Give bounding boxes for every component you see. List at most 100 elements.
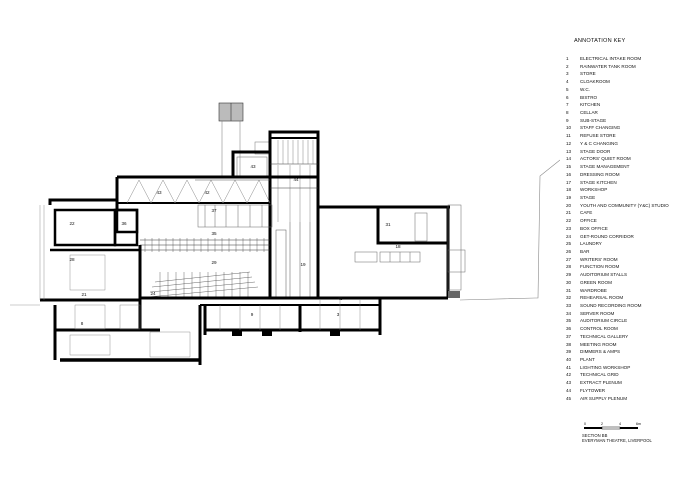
- annotation-key-label: TECHNICAL GRID: [580, 372, 619, 378]
- annotation-key-label: REHEARSAL ROOM: [580, 295, 624, 301]
- annotation-key-label: EXTRACT PLENUM: [580, 380, 622, 386]
- scale-tick-0: 0: [584, 422, 586, 426]
- tag-29: 29: [211, 260, 217, 265]
- scale-tick-4: 4: [619, 422, 621, 426]
- annotation-key-number: 2: [566, 63, 569, 69]
- annotation-key-number: 26: [566, 248, 572, 254]
- tag-31: 31: [385, 222, 391, 227]
- annotation-key-number: 35: [566, 318, 572, 324]
- annotation-key-number: 16: [566, 171, 572, 177]
- annotation-key-label: STAFF CHANGING: [580, 125, 621, 131]
- annotation-key-item: 27 WRITERS' ROOM: [566, 256, 700, 264]
- annotation-key-number: 23: [566, 225, 572, 231]
- roof-truss: [115, 175, 318, 204]
- annotation-key-label: RAINWATER TANK ROOM: [580, 63, 636, 69]
- annotation-key-label: SUB-STAGE: [580, 117, 607, 123]
- annotation-key-number: 27: [566, 256, 572, 262]
- annotation-key-item: 23 BOX OFFICE: [566, 225, 700, 233]
- annotation-key-label: STAGE MANAGEMENT: [580, 164, 630, 170]
- sub-stage-detail: [219, 300, 361, 330]
- annotation-key-label: AUDITORIUM STALLS: [580, 272, 628, 278]
- annotation-key-number: 43: [566, 380, 572, 386]
- annotation-key-label: KITCHEN: [580, 102, 601, 108]
- annotation-key-label: STAGE DOOR: [580, 148, 611, 154]
- annotation-key-item: 20 YOUTH AND COMMUNITY (Y&C) STUDIO: [566, 202, 700, 210]
- annotation-key-label: WRITERS' ROOM: [580, 256, 618, 262]
- annotation-key-number: 11: [566, 133, 571, 139]
- annotation-key-number: 34: [566, 310, 572, 316]
- annotation-key-label: SERVER ROOM: [580, 310, 615, 316]
- annotation-key-label: AUDITORIUM CIRCLE: [580, 318, 628, 324]
- annotation-key-label: W.C.: [580, 86, 590, 92]
- annotation-key-number: 37: [566, 333, 572, 339]
- annotation-key-number: 31: [566, 287, 572, 293]
- annotation-key-number: 40: [566, 357, 572, 363]
- annotation-key-label: ELECTRICAL INTAKE ROOM: [580, 56, 642, 61]
- annotation-key-label: OFFICE: [580, 218, 597, 224]
- annotation-key-label: YOUTH AND COMMUNITY (Y&C) STUDIO: [580, 202, 669, 208]
- lower-levels: [140, 296, 445, 336]
- annotation-key-label: AIR SUPPLY PLENUM: [580, 395, 628, 401]
- annotation-key-label: CONTROL ROOM: [580, 326, 618, 332]
- tag-43-lower: 43: [156, 190, 162, 195]
- room-37: [197, 204, 273, 228]
- tag-19: 19: [300, 262, 306, 267]
- room-19-stage: [275, 222, 311, 299]
- annotation-key-item: 34 SERVER ROOM: [566, 310, 700, 318]
- annotation-key-item: 36 CONTROL ROOM: [566, 325, 700, 333]
- annotation-key-label: BISTRO: [580, 94, 598, 100]
- annotation-key-item: 11 REFUSE STORE: [566, 132, 700, 140]
- annotation-key-number: 20: [566, 202, 572, 208]
- annotation-key-label: FLYTOWER: [580, 387, 606, 393]
- annotation-key-label: BOX OFFICE: [580, 225, 608, 231]
- annotation-key-item: 16 DRESSING ROOM: [566, 171, 700, 179]
- room-tags: 43 44 43 42 37 22 36 35 31 18 28 29 19 2…: [69, 164, 401, 326]
- scale-tick-2: 2: [601, 422, 603, 426]
- annotation-key-label: MEETING ROOM: [580, 341, 617, 347]
- tag-35: 35: [211, 231, 217, 236]
- annotation-key-label: REFUSE STORE: [580, 133, 616, 139]
- annotation-key-label: GREEN ROOM: [580, 279, 612, 285]
- annotation-key-number: 36: [566, 326, 572, 332]
- annotation-key-number: 39: [566, 349, 572, 355]
- annotation-key-number: 25: [566, 241, 572, 247]
- annotation-key-number: 30: [566, 279, 572, 285]
- annotation-key-label: ACTORS' QUIET ROOM: [580, 156, 631, 162]
- annotation-key-number: 44: [566, 387, 572, 393]
- annotation-key-label: CELLAR: [580, 110, 598, 116]
- room-29-stalls: [147, 271, 259, 298]
- annotation-key-item: 2 RAINWATER TANK ROOM: [566, 63, 700, 71]
- threshold-block: [448, 291, 460, 298]
- tag-24: 24: [150, 291, 156, 296]
- annotation-key-number: 3: [566, 71, 569, 77]
- annotation-key-number: 45: [566, 395, 572, 401]
- tag-22: 22: [69, 221, 75, 226]
- annotation-key-label: DRESSING ROOM: [580, 171, 620, 177]
- scale-bar: 0 2 4 6m: [582, 420, 662, 450]
- annotation-key-number: 12: [566, 140, 572, 146]
- caption-project: EVERYMAN THEATRE, LIVERPOOL: [582, 438, 652, 443]
- tag-36: 36: [121, 221, 127, 226]
- annotation-key-number: 18: [566, 187, 572, 193]
- annotation-key-item: 44 FLYTOWER: [566, 387, 700, 395]
- annotation-key-number: 33: [566, 303, 572, 308]
- annotation-key-label: CAFE: [580, 210, 593, 216]
- tag-43-upper: 43: [250, 164, 256, 169]
- section-drawing: 43 44 43 42 37 22 36 35 31 18 28 29 19 2…: [10, 102, 561, 365]
